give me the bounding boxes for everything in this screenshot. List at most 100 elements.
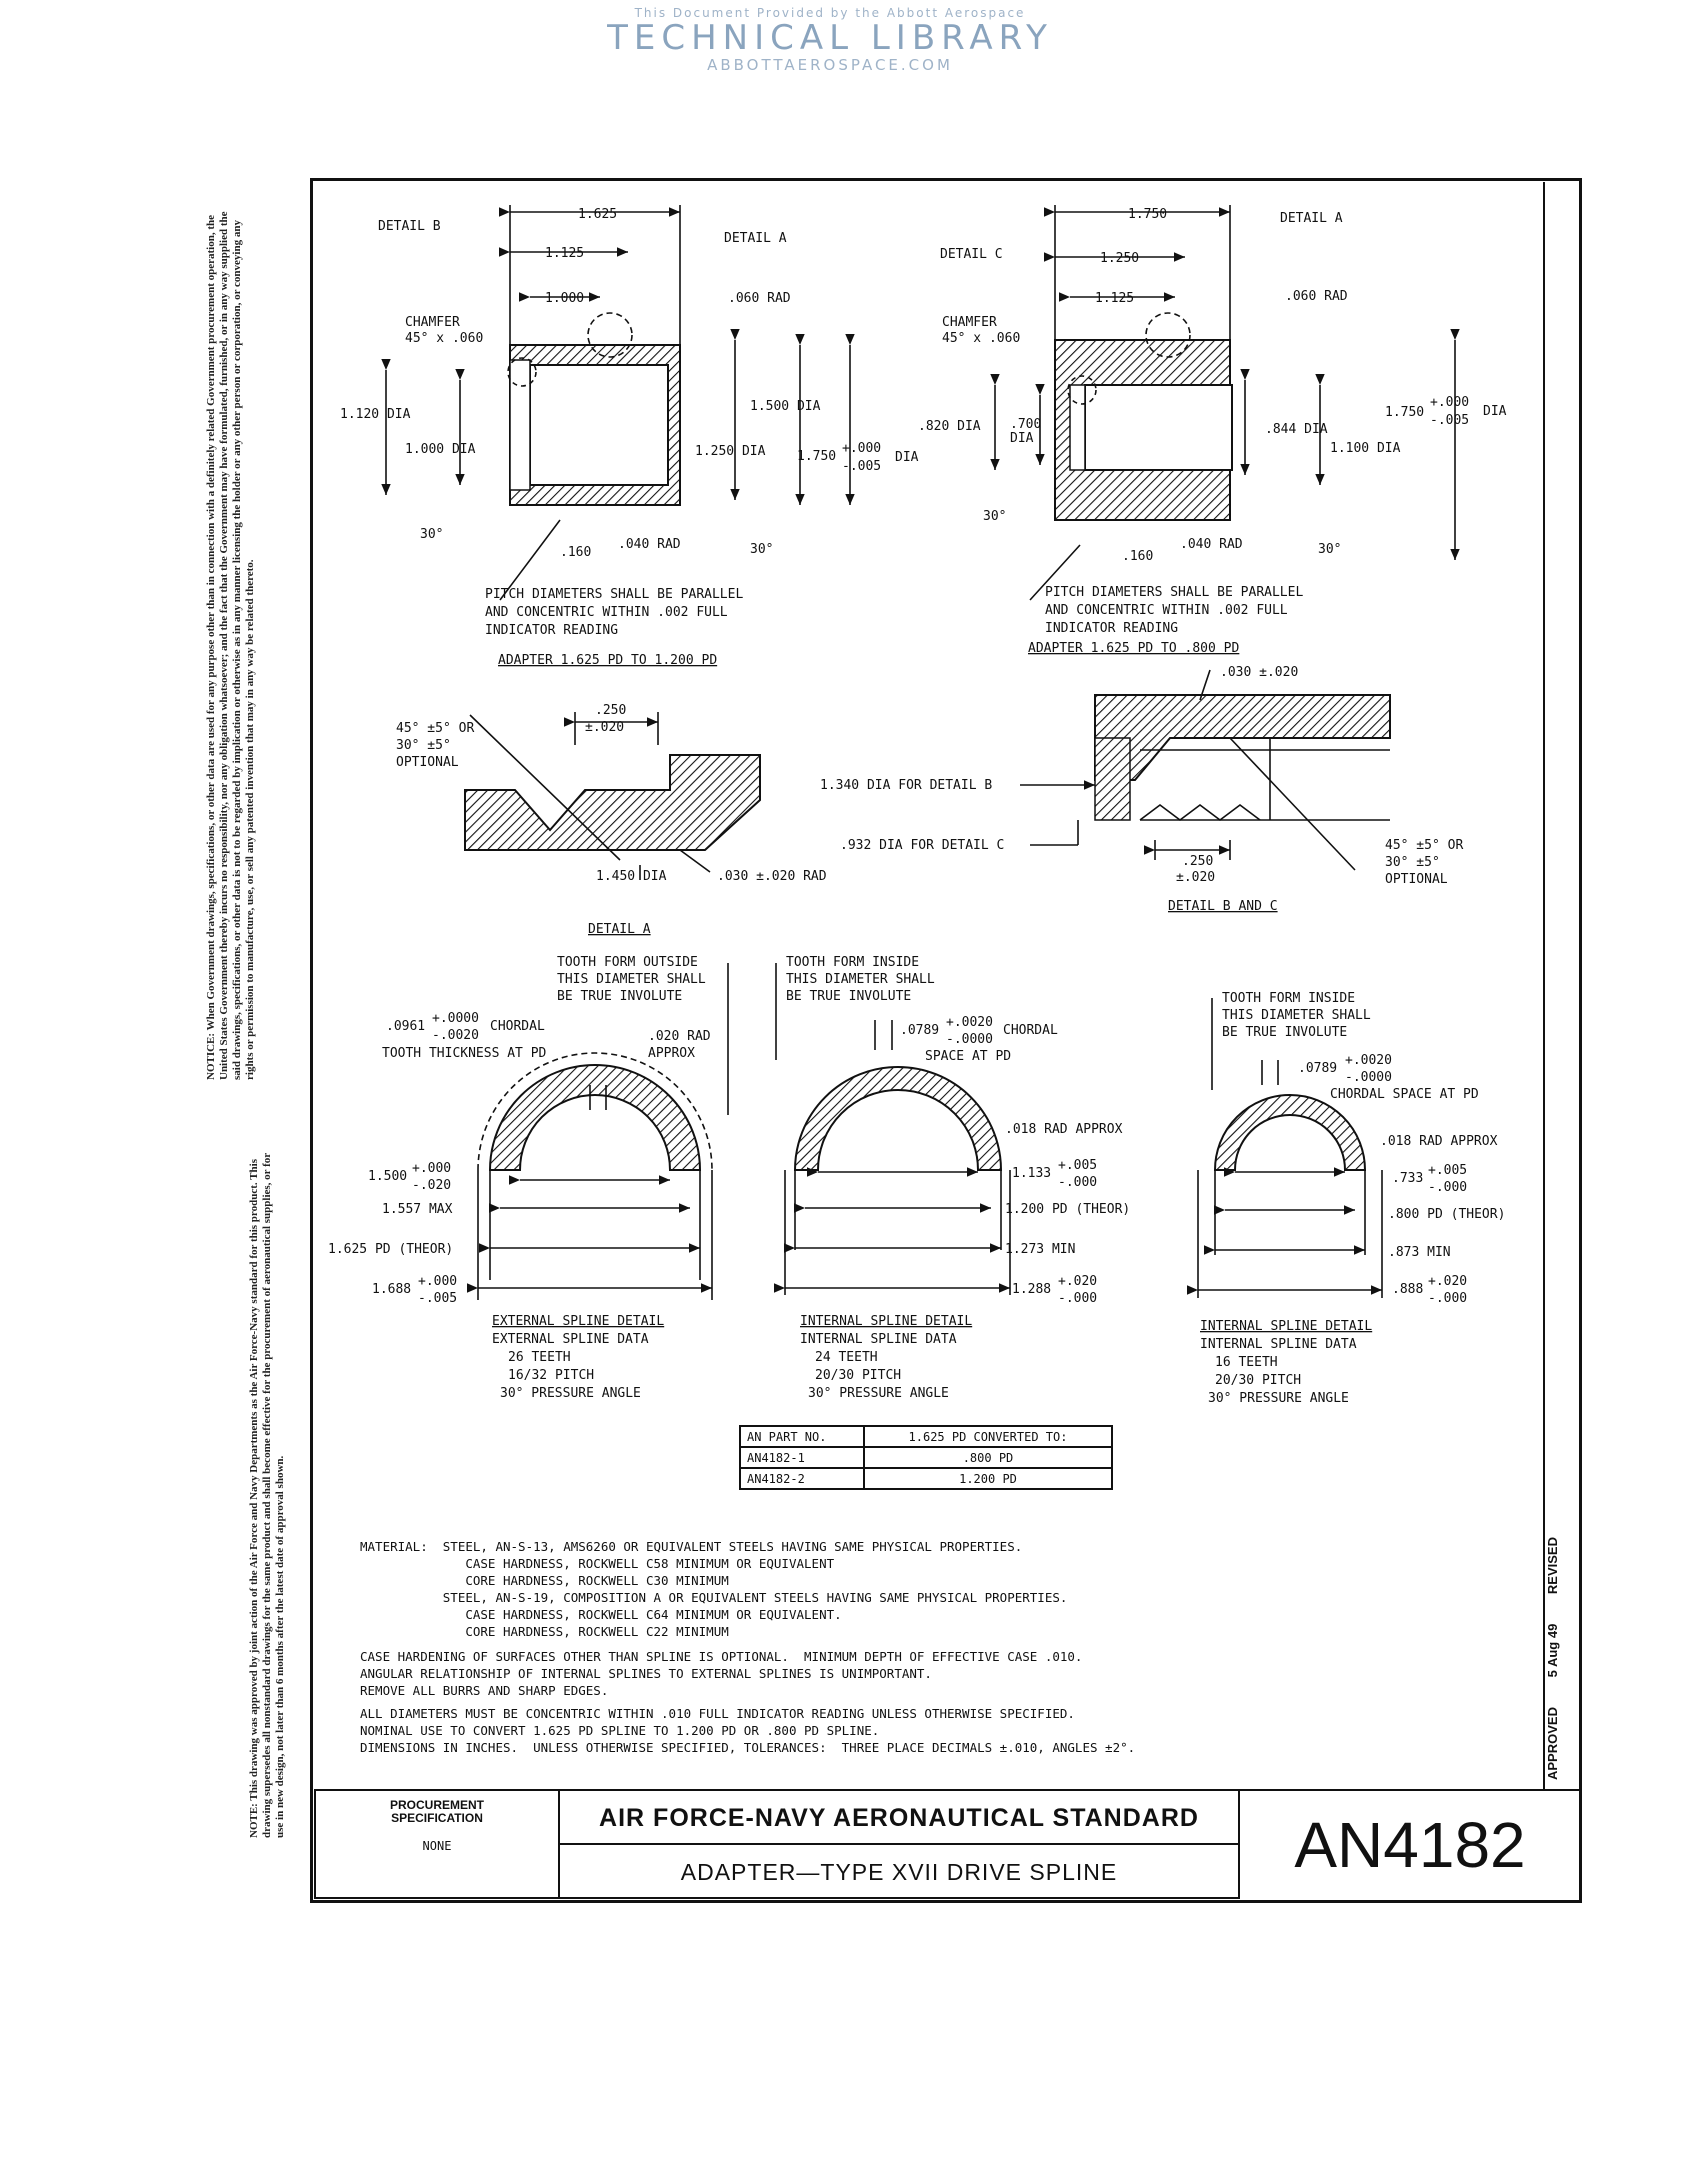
procurement-cell: PROCUREMENT SPECIFICATION NONE [314,1789,560,1899]
adapter1-rad-040: .040 RAD [618,537,681,552]
internal-spline-1-view [773,963,1011,1295]
note-line: CORE HARDNESS, ROCKWELL C30 MINIMUM [360,1573,729,1588]
ext-dim-1688-dn: -.005 [418,1291,457,1306]
detail-a-view [464,712,761,880]
adapter2-chamfer-size: 45° x .060 [942,331,1020,346]
detail-a-labels: 45° ±5° OR 30° ±5° OPTIONAL .250 ±.020 1… [396,703,827,937]
adapter1-dia-1750: 1.750 [797,449,836,464]
detail-a-angle-2: 30° ±5° [396,738,451,753]
int1-pitch: 20/30 PITCH [815,1368,901,1383]
int1-space-label: SPACE AT PD [925,1049,1011,1064]
adapter1-angle-left: 30° [420,527,443,542]
material-notes: MATERIAL: STEEL, AN-S-13, AMS6260 OR EQU… [360,1538,1520,1756]
detail-a-dia-1450: 1.450 DIA [596,869,667,884]
note-line: NOMINAL USE TO CONVERT 1.625 PD SPLINE T… [360,1723,880,1738]
adapter2-note-line3: INDICATOR READING [1045,621,1178,636]
detail-bc-dim-030: .030 ±.020 [1220,665,1298,680]
int1-dim-1200: 1.200 PD (THEOR) [1005,1202,1130,1217]
ext-dim-1625: 1.625 PD (THEOR) [328,1242,453,1257]
int2-rad-018: .018 RAD APPROX [1380,1134,1498,1149]
int1-teeth: 24 TEETH [815,1350,878,1365]
converted-pd-cell: 1.200 PD [863,1467,1113,1490]
note-line: CORE HARDNESS, ROCKWELL C22 MINIMUM [360,1624,729,1639]
ext-tooth-form-2: THIS DIAMETER SHALL [557,972,706,987]
table-row: AN4182-1 .800 PD [739,1446,1113,1469]
ext-dim-1688: 1.688 [372,1282,411,1297]
ext-data-title: EXTERNAL SPLINE DATA [492,1332,649,1347]
drawing-number: AN4182 [1238,1789,1580,1899]
detail-a-rad-030: .030 ±.020 RAD [717,869,827,884]
note-line: CASE HARDENING OF SURFACES OTHER THAN SP… [360,1649,1083,1664]
detail-bc-angle-2: 30° ±5° [1385,855,1440,870]
table-row: AN4182-2 1.200 PD [739,1467,1113,1490]
ext-dim-1500-up: +.000 [412,1161,451,1176]
adapter2-dia-1100: 1.100 DIA [1330,441,1401,456]
adapter1-chamfer-size: 45° x .060 [405,331,483,346]
int1-tooth-form-1: TOOTH FORM INSIDE [786,955,919,970]
ext-chord-tol-up: +.0000 [432,1011,479,1026]
int1-dim-1288-dn: -.000 [1058,1291,1097,1306]
adapter-1200-section [381,205,855,601]
detail-a-dim-250: .250 [595,703,626,718]
int1-chord-tol-up: +.0020 [946,1015,993,1030]
ext-pressure-angle: 30° PRESSURE ANGLE [500,1386,641,1401]
adapter2-note-line2: AND CONCENTRIC WITHIN .002 FULL [1045,603,1288,618]
int1-dim-1133: 1.133 [1012,1166,1051,1181]
int2-chord-value: .0789 [1298,1061,1337,1076]
ext-dim-1500: 1.500 [368,1169,407,1184]
int2-chord-tol-dn: -.0000 [1345,1070,1392,1085]
int1-dim-1288-up: +.020 [1058,1274,1097,1289]
adapter2-angle-right: 30° [1318,542,1341,557]
procurement-label: PROCUREMENT SPECIFICATION [389,1798,484,1825]
ext-chordal-label: CHORDAL [490,1019,545,1034]
int1-tooth-form-3: BE TRUE INVOLUTE [786,989,911,1004]
detail-bc-dia-1340: 1.340 DIA FOR DETAIL B [820,778,992,793]
adapter1-dia-1250: 1.250 DIA [695,444,766,459]
drawing-title: ADAPTER—TYPE XVII DRIVE SPLINE [558,1843,1240,1899]
ext-chord-value: .0961 [386,1019,425,1034]
int1-rad-018: .018 RAD APPROX [1005,1122,1123,1137]
adapter2-detail-c-label: DETAIL C [940,247,1003,262]
detail-bc-labels: .030 ±.020 1.340 DIA FOR DETAIL B .932 D… [820,665,1463,914]
adapter1-dim-1000: 1.000 [545,291,584,306]
adapter2-dim-1125: 1.125 [1095,291,1134,306]
detail-a-angle-3: OPTIONAL [396,755,459,770]
adapter1-dim-160: .160 [560,545,591,560]
adapter1-dia-1000: 1.000 DIA [405,442,476,457]
int1-dim-1133-dn: -.000 [1058,1175,1097,1190]
int2-dim-733: .733 [1392,1171,1423,1186]
adapter2-detail-a-label: DETAIL A [1280,211,1343,226]
part-table-header: AN PART NO. 1.625 PD CONVERTED TO: [739,1425,1113,1448]
note-line: CASE HARDNESS, ROCKWELL C64 MINIMUM OR E… [360,1607,842,1622]
adapter2-dia-1750: 1.750 [1385,405,1424,420]
adapter2-tol-up: +.000 [1430,395,1469,410]
ext-thickness-label: TOOTH THICKNESS AT PD [382,1046,547,1061]
detail-bc-caption: DETAIL B AND C [1168,899,1278,914]
adapter-800-labels: DETAIL C DETAIL A 1.750 1.250 1.125 .060… [918,207,1507,656]
adapter2-angle-left: 30° [983,509,1006,524]
drawing-sheet-border [310,178,1582,1903]
int2-tooth-form-2: THIS DIAMETER SHALL [1222,1008,1371,1023]
int1-dim-1133-up: +.005 [1058,1158,1097,1173]
int2-chordal-label: CHORDAL SPACE AT PD [1330,1087,1479,1102]
adapter2-dia-suffix: DIA [1483,404,1507,419]
adapter2-rad-040: .040 RAD [1180,537,1243,552]
adapter1-detail-b-label: DETAIL B [378,219,441,234]
detail-bc-angle-3: OPTIONAL [1385,872,1448,887]
int1-data-title: INTERNAL SPLINE DATA [800,1332,957,1347]
int1-detail-caption: INTERNAL SPLINE DETAIL [800,1314,972,1329]
adapter2-note-line1: PITCH DIAMETERS SHALL BE PARALLEL [1045,585,1303,600]
int2-pressure-angle: 30° PRESSURE ANGLE [1208,1391,1349,1406]
adapter1-note-line1: PITCH DIAMETERS SHALL BE PARALLEL [485,587,743,602]
part-table-header-converted: 1.625 PD CONVERTED TO: [863,1425,1113,1448]
adapter-1200-labels: DETAIL B DETAIL A 1.625 1.125 1.000 .060… [340,207,919,668]
adapter2-dim-160: .160 [1122,549,1153,564]
ext-tooth-form-1: TOOTH FORM OUTSIDE [557,955,698,970]
note-line: MATERIAL: STEEL, AN-S-13, AMS6260 OR EQU… [360,1539,1023,1554]
ext-dim-1557: 1.557 MAX [382,1202,453,1217]
internal-spline-1-labels: TOOTH FORM INSIDE THIS DIAMETER SHALL BE… [786,955,1130,1401]
external-spline-view [466,963,729,1300]
int2-dim-733-dn: -.000 [1428,1180,1467,1195]
adapter1-chamfer: CHAMFER [405,315,460,330]
